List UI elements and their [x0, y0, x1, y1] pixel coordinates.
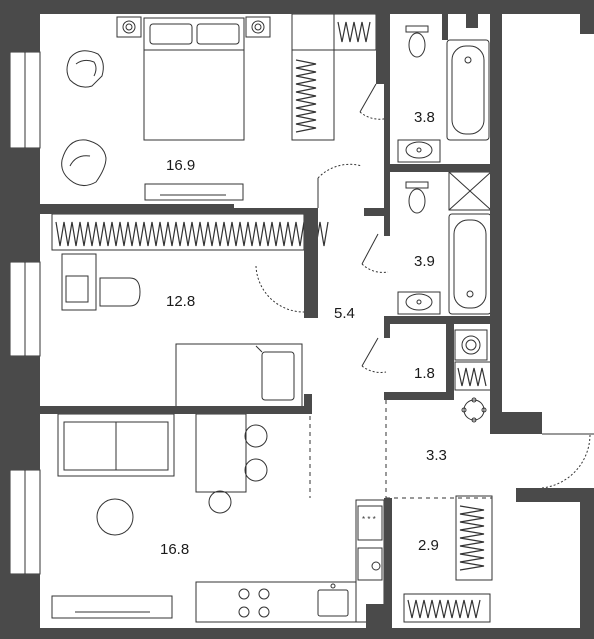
toilet-icon: [405, 181, 429, 214]
bedroom-2-area: 12.8: [166, 293, 195, 310]
bathtub-icon: [448, 213, 492, 315]
dining-table-icon: [195, 413, 268, 514]
coat-rack-icon: [461, 397, 487, 423]
svg-text:* * *: * * *: [362, 515, 376, 524]
window-icon: [9, 469, 41, 575]
tv-unit-icon: [51, 595, 173, 619]
armchair-icon: [66, 50, 104, 88]
window-icon: [9, 261, 41, 357]
armchair-icon: [61, 139, 107, 186]
laundry-area: 1.8: [414, 365, 435, 382]
sink-icon: [397, 291, 441, 315]
door-swings: [255, 83, 594, 499]
double-bed-icon: [143, 17, 245, 141]
room-labels: 16.9 3.8 3.9 12.8 5.4 1.8 3.3 16.8 2.9: [160, 109, 447, 558]
storage-area: 2.9: [418, 537, 439, 554]
bedroom-1-area: 16.9: [166, 157, 195, 174]
chair-icon: [99, 277, 141, 307]
entrance-area: 3.3: [426, 447, 447, 464]
refrigerator-icon: * * *: [357, 505, 383, 541]
stove-icon: [238, 588, 270, 618]
oven-icon: [357, 547, 383, 581]
bathroom-2-area: 3.9: [414, 253, 435, 270]
storage-shelf-icon: [403, 495, 493, 623]
desk-icon: [61, 253, 97, 311]
washing-machine-icon: [454, 329, 488, 361]
living-kitchen-area: 16.8: [160, 541, 189, 558]
shower-icon: [448, 171, 492, 211]
kitchen-sink-icon: [317, 583, 349, 617]
single-bed-icon: [175, 343, 303, 409]
toilet-icon: [405, 25, 429, 58]
closet-hatching: [55, 21, 487, 619]
round-table-icon: [96, 498, 134, 536]
bathroom-1-area: 3.8: [414, 109, 435, 126]
hallway-area: 5.4: [334, 305, 355, 322]
sink-icon: [397, 139, 441, 163]
desk-icon: [144, 183, 244, 201]
bathtub-icon: [446, 39, 490, 141]
window-icon: [9, 51, 41, 149]
kitchen-counter-icon: [195, 499, 385, 623]
nightstand-left-icon: [116, 16, 142, 38]
nightstand-right-icon: [245, 16, 271, 38]
sofa-icon: [57, 413, 175, 477]
